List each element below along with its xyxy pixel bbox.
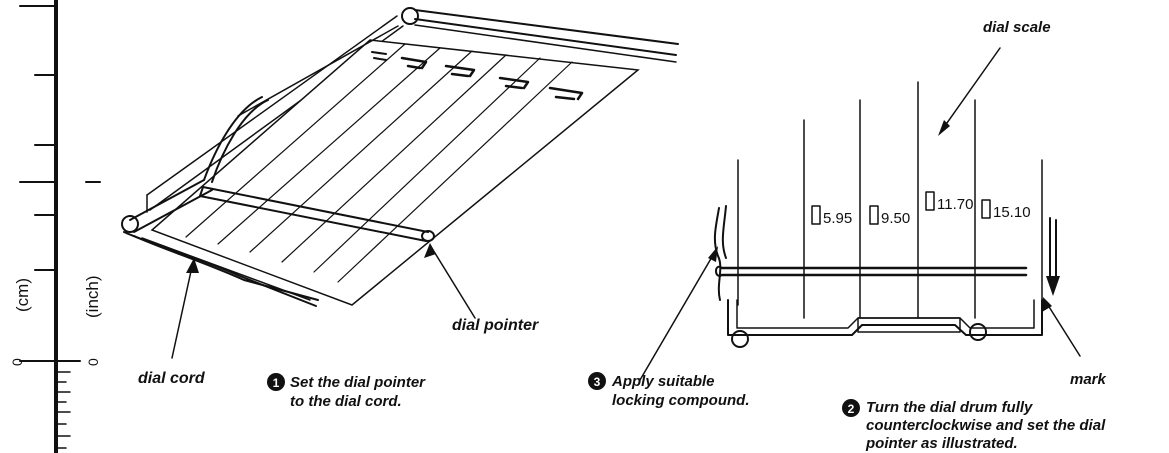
step-1-line-1: Set the dial pointer bbox=[290, 374, 426, 391]
compound-callout-line bbox=[639, 249, 717, 381]
step-1-badge bbox=[267, 373, 285, 391]
scale-value-1: 5.95 bbox=[823, 210, 852, 227]
step-2-badge bbox=[842, 399, 860, 417]
dial-pointer-label: dial pointer bbox=[452, 317, 539, 334]
step-3-line-1: Apply suitable bbox=[611, 373, 715, 390]
cord-callout-line bbox=[171, 261, 194, 359]
cord-callout-arrowhead bbox=[186, 258, 199, 273]
dial-cord-label: dial cord bbox=[138, 370, 206, 387]
top-pulley bbox=[401, 7, 419, 25]
drum-pulley-left bbox=[731, 330, 749, 348]
scale-value-3: 11.70 bbox=[937, 196, 973, 213]
step-3-badge bbox=[588, 372, 606, 390]
pointer-callout-arrowhead bbox=[424, 243, 436, 258]
ruler-unit-inch: (inch) bbox=[83, 275, 102, 318]
step-2-line-1: Turn the dial drum fully bbox=[866, 399, 1033, 416]
ruler-zero-inch: 0 bbox=[85, 358, 101, 366]
ruler-unit-cm: (cm) bbox=[13, 278, 32, 312]
dial-scale-label: dial scale bbox=[983, 19, 1051, 36]
scale-box-3 bbox=[925, 191, 935, 211]
dial-drum-front-view: 5.95 9.50 11.70 15.10 dial scale mark 3 … bbox=[588, 19, 1107, 452]
mark-indicator bbox=[1046, 276, 1060, 296]
left-pulley bbox=[121, 215, 139, 233]
pointer-callout-line bbox=[429, 244, 476, 319]
step-1-number: 1 bbox=[273, 376, 280, 390]
compound-callout-arrowhead bbox=[708, 246, 718, 262]
step-2-number: 2 bbox=[848, 402, 855, 416]
scale-box-1 bbox=[811, 205, 821, 225]
drum-hub bbox=[857, 317, 961, 333]
scale-marks bbox=[371, 51, 584, 101]
step-3-number: 3 bbox=[594, 375, 601, 389]
scale-value-2: 9.50 bbox=[881, 210, 910, 227]
measurement-ruler: 0 0 (cm) (inch) bbox=[9, 0, 102, 453]
scale-callout-line bbox=[941, 47, 1001, 131]
step-1-line-2: to the dial cord. bbox=[290, 393, 402, 410]
mark-label: mark bbox=[1070, 371, 1107, 388]
chassis-perspective-drawing: dial pointer dial cord 1 Set the dial po… bbox=[121, 7, 679, 410]
mark-callout-arrowhead bbox=[1042, 297, 1052, 312]
mark-callout-line bbox=[1045, 301, 1081, 357]
scale-box-4 bbox=[981, 199, 991, 219]
scale-value-4: 15.10 bbox=[993, 204, 1031, 221]
step-2-line-3: pointer as illustrated. bbox=[865, 435, 1018, 452]
scale-box-2 bbox=[869, 205, 879, 225]
pointer-tip bbox=[421, 230, 435, 242]
dial-scale-plate bbox=[150, 39, 640, 306]
ruler-zero-cm: 0 bbox=[9, 358, 25, 366]
step-2-line-2: counterclockwise and set the dial bbox=[866, 417, 1106, 434]
drum-pulley-right bbox=[969, 323, 987, 341]
scale-callout-arrowhead bbox=[938, 120, 950, 136]
step-3-line-2: locking compound. bbox=[612, 392, 750, 409]
